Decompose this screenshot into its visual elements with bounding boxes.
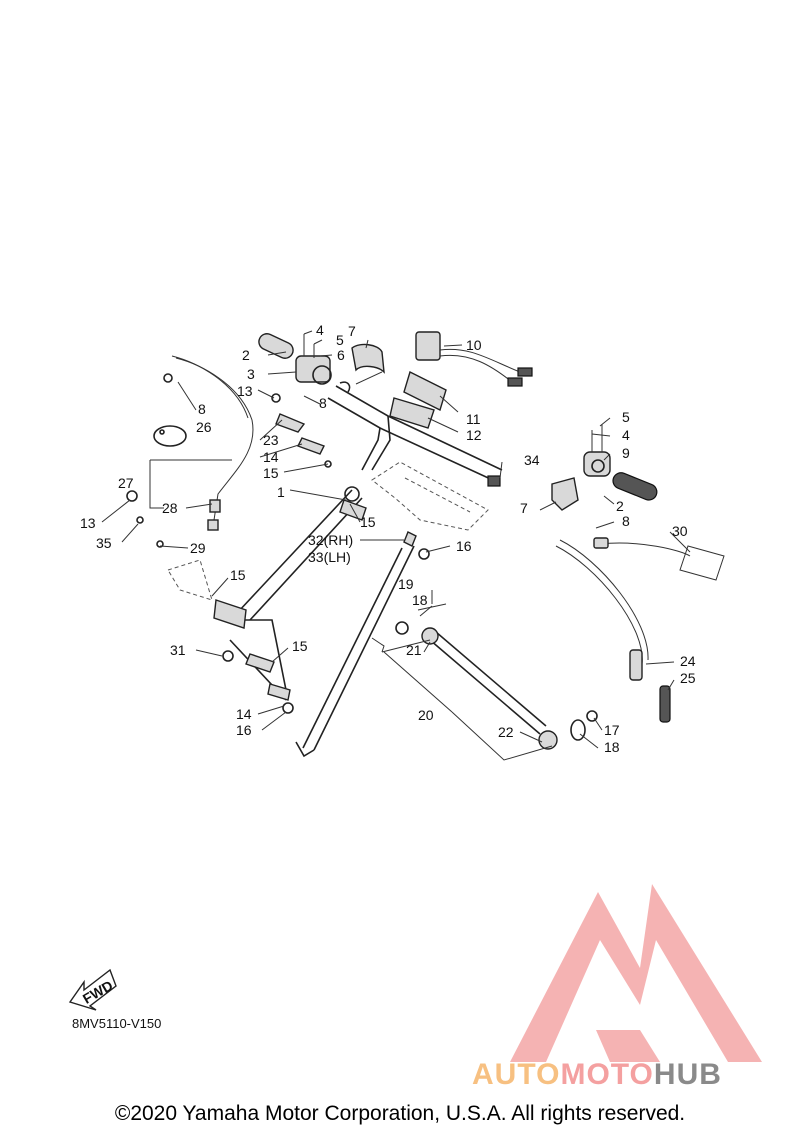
leader-lines bbox=[101, 330, 691, 761]
callout-5: 5 bbox=[622, 409, 630, 425]
handlebar bbox=[327, 381, 503, 483]
callout-15: 15 bbox=[263, 465, 279, 481]
callout-9: 9 bbox=[622, 445, 630, 461]
callout-20: 20 bbox=[418, 707, 434, 723]
callout-10: 10 bbox=[466, 337, 482, 353]
callout-15: 15 bbox=[292, 638, 308, 654]
callout-4: 4 bbox=[622, 427, 630, 443]
callout-31: 31 bbox=[170, 642, 186, 658]
callout-8: 8 bbox=[319, 395, 327, 411]
callout-5: 5 bbox=[336, 332, 344, 348]
callout-25: 25 bbox=[680, 670, 696, 686]
watermark-brand-text: AUTOMOTOHUB bbox=[472, 1058, 722, 1092]
callout-16: 16 bbox=[456, 538, 472, 554]
callout-35: 35 bbox=[96, 535, 112, 551]
callout-34: 34 bbox=[524, 452, 540, 468]
callout-32rh: 32(RH) bbox=[308, 532, 353, 548]
steering-frame bbox=[229, 489, 415, 758]
callout-15: 15 bbox=[360, 514, 376, 530]
callout-28: 28 bbox=[162, 500, 178, 516]
switch-cover-top bbox=[351, 343, 385, 374]
right-grip-assembly bbox=[487, 424, 658, 511]
callout-8: 8 bbox=[622, 513, 630, 529]
grip-covers bbox=[389, 371, 447, 429]
callout-23: 23 bbox=[263, 432, 279, 448]
grip-heater-module bbox=[415, 331, 533, 387]
callout-19: 19 bbox=[398, 576, 414, 592]
copyright-notice: ©2020 Yamaha Motor Corporation, U.S.A. A… bbox=[114, 1102, 686, 1125]
left-grip-assembly bbox=[258, 333, 332, 385]
callout-30: 30 bbox=[672, 523, 688, 539]
callout-29: 29 bbox=[190, 540, 206, 556]
callout-27: 27 bbox=[118, 475, 134, 491]
callout-6: 6 bbox=[337, 347, 345, 363]
callout-24: 24 bbox=[680, 653, 696, 669]
callout-7: 7 bbox=[348, 323, 356, 339]
callout-14: 14 bbox=[236, 706, 252, 722]
brand-moto: MOTO bbox=[560, 1058, 654, 1091]
throttle-cable-left bbox=[153, 355, 254, 531]
callout-2: 2 bbox=[242, 347, 250, 363]
callout-18: 18 bbox=[604, 739, 620, 755]
mounting-plate bbox=[167, 461, 489, 601]
fwd-direction-arrow: FWD bbox=[68, 968, 117, 1011]
callout-22: 22 bbox=[498, 724, 514, 740]
callout-2: 2 bbox=[616, 498, 624, 514]
callout-15: 15 bbox=[230, 567, 246, 583]
callout-14: 14 bbox=[263, 449, 279, 465]
callout-13: 13 bbox=[80, 515, 96, 531]
cable-right bbox=[555, 537, 725, 723]
brand-auto: AUTO bbox=[472, 1058, 561, 1091]
callout-3: 3 bbox=[247, 366, 255, 382]
callout-8: 8 bbox=[198, 401, 206, 417]
callout-13: 13 bbox=[237, 383, 253, 399]
tie-rod bbox=[395, 603, 598, 750]
brand-hub: HUB bbox=[653, 1058, 722, 1091]
diagram-reference-code: 8MV5110-V150 bbox=[72, 1016, 162, 1031]
fasteners bbox=[126, 393, 430, 714]
callout-18: 18 bbox=[412, 592, 428, 608]
callout-1: 1 bbox=[277, 484, 285, 500]
callout-16: 16 bbox=[236, 722, 252, 738]
callout-17: 17 bbox=[604, 722, 620, 738]
callout-11: 11 bbox=[466, 411, 481, 427]
watermark-logo bbox=[510, 884, 762, 1062]
callout-33lh: 33(LH) bbox=[308, 549, 351, 565]
callout-7: 7 bbox=[520, 500, 528, 516]
callout-12: 12 bbox=[466, 427, 482, 443]
callout-4: 4 bbox=[316, 322, 324, 338]
callout-labels: 1 2 2 3 4 4 5 5 6 7 7 8 8 8 9 10 11 12 1… bbox=[80, 322, 696, 755]
callout-21: 21 bbox=[406, 642, 422, 658]
callout-26: 26 bbox=[196, 419, 212, 435]
